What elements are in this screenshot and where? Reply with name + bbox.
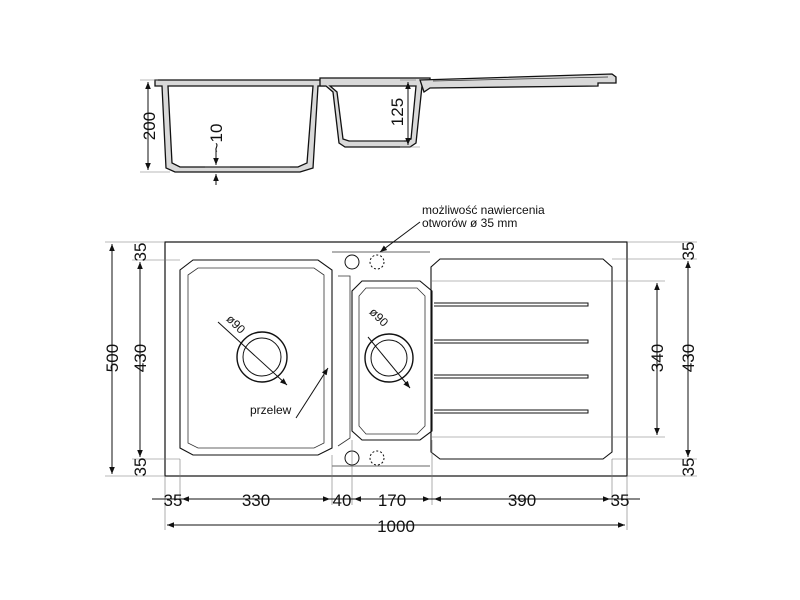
- dim-left-rim-bottom: 35: [131, 458, 150, 477]
- small-bowl-section: [319, 77, 431, 148]
- dim-right-rim-top: 35: [679, 242, 698, 261]
- dim-big-bowl-width: 330: [242, 491, 270, 510]
- dim-divider: 40: [333, 491, 352, 510]
- note-holes-line1: możliwość nawiercenia: [422, 203, 545, 217]
- drainer-grooves: [434, 302, 589, 414]
- tap-hole-top-optional: [369, 254, 385, 270]
- dim-left-rim-top: 35: [131, 243, 150, 262]
- drainer-section: [419, 73, 617, 94]
- dim-drainer-width: 390: [508, 491, 536, 510]
- dim-section-drain-offset: ~10: [207, 124, 226, 153]
- dim-right-rim-bottom: 35: [679, 458, 698, 477]
- dim-small-bowl-width: 170: [378, 491, 406, 510]
- tap-hole-bottom-optional: [369, 450, 385, 466]
- label-overflow: przelew: [250, 403, 292, 417]
- dim-section-depth-small: 125: [388, 98, 407, 126]
- dim-drainer-depth: 430: [679, 344, 698, 372]
- small-bowl: [351, 280, 433, 441]
- label-drain-big: ø90: [224, 312, 249, 337]
- dim-small-bowl-depth: 340: [648, 344, 667, 372]
- plan-view: ø90 ø90 przelew możliwość nawiercenia ot…: [103, 203, 698, 536]
- dim-bottom-left-rim: 35: [164, 491, 183, 510]
- big-bowl-section: [154, 79, 326, 173]
- dim-overall-width: 1000: [377, 517, 415, 536]
- dim-bottom-right-rim: 35: [611, 491, 630, 510]
- section-view: 200 ~10 125: [140, 73, 617, 185]
- note-holes-line2: otworów ø 35 mm: [422, 216, 517, 230]
- dim-total-depth: 500: [103, 344, 122, 372]
- drain-big-icon: [217, 321, 288, 386]
- dim-bowl-depth: 430: [131, 344, 150, 372]
- dim-section-depth-total: 200: [140, 112, 159, 140]
- tap-hole-top: [344, 254, 360, 270]
- label-drain-small: ø90: [367, 305, 392, 330]
- big-bowl: [179, 259, 333, 456]
- drain-small-icon: [364, 333, 414, 389]
- drainer-area: [430, 258, 613, 460]
- sink-outline: [164, 241, 628, 477]
